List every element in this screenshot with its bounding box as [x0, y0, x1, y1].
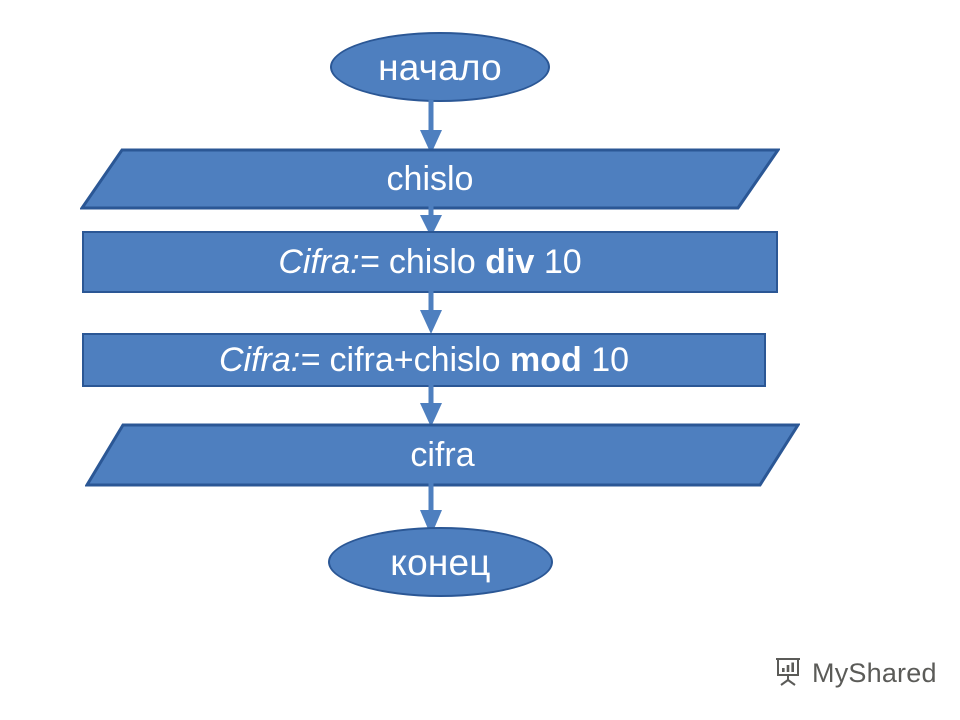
run-regular-cifra-plus-chislo: cifra+chislo — [320, 341, 510, 379]
connector-assign-div-to-assign-mod — [418, 290, 444, 336]
run-regular-chislo: chislo — [379, 243, 486, 281]
connector-start-to-input — [418, 100, 444, 156]
node-input-chislo[interactable]: chislo — [80, 148, 780, 210]
run-bold-div: div — [485, 243, 535, 281]
node-assign-mod-label: Cifra:= cifra+chislo mod 10 — [219, 343, 629, 377]
connector-assign-mod-to-output — [418, 385, 444, 429]
myshared-watermark: MyShared — [772, 655, 937, 692]
node-assign-mod[interactable]: Cifra:= cifra+chislo mod 10 — [82, 333, 766, 387]
parallelogram-shape — [85, 423, 800, 487]
node-output-cifra[interactable]: cifra — [85, 423, 800, 487]
parallelogram-shape — [80, 148, 780, 210]
node-start-label: начало — [378, 46, 502, 88]
run-italic-cifra-assign-2: Cifra:= — [218, 341, 321, 379]
run-italic-cifra-assign: Cifra:= — [278, 243, 380, 281]
node-output-cifra-label: cifra — [410, 436, 475, 474]
node-end-terminator[interactable]: конец — [328, 527, 553, 597]
node-start-terminator[interactable]: начало — [330, 32, 550, 102]
run-regular-ten: 10 — [534, 243, 582, 281]
myshared-watermark-text: MyShared — [812, 658, 937, 688]
connector-output-to-end — [418, 482, 444, 538]
connector-input-to-assign-div — [418, 205, 444, 239]
presentation-board-icon — [772, 655, 804, 692]
node-end-label: конец — [390, 541, 491, 583]
run-regular-ten-2: 10 — [581, 341, 630, 379]
node-assign-div[interactable]: Cifra:= chislo div 10 — [82, 231, 778, 293]
node-assign-div-label: Cifra:= chislo div 10 — [278, 245, 581, 279]
run-bold-mod: mod — [509, 341, 582, 379]
node-input-chislo-label: chislo — [386, 160, 474, 198]
